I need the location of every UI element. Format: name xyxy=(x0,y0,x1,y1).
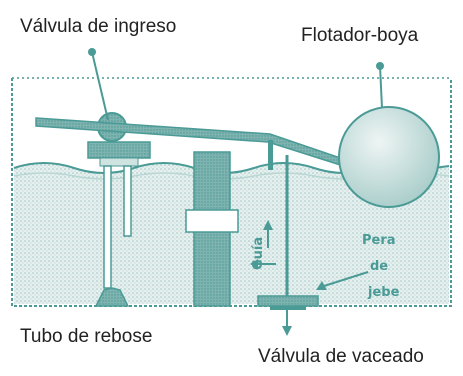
overflow-tube-label: Tubo de rebose xyxy=(20,326,153,347)
drain-outlet xyxy=(270,306,306,310)
float-label: Flotador-boya xyxy=(301,25,419,46)
overflow-tube xyxy=(185,151,239,307)
drain-valve-label: Válvula de vaceado xyxy=(258,346,424,367)
flapper-label-line2: de xyxy=(370,259,388,274)
inlet-valve-assembly xyxy=(87,112,151,307)
leader-lines xyxy=(88,48,384,336)
float-ball xyxy=(338,106,440,208)
flapper-label-line3: jebe xyxy=(367,285,400,300)
flapper-label-line1: Pera xyxy=(362,233,396,248)
water xyxy=(14,163,449,304)
guide-label: Guía xyxy=(251,237,266,270)
inlet-valve-label: Válvula de ingreso xyxy=(20,16,177,37)
tank xyxy=(11,77,452,307)
guide-rod xyxy=(250,155,289,296)
